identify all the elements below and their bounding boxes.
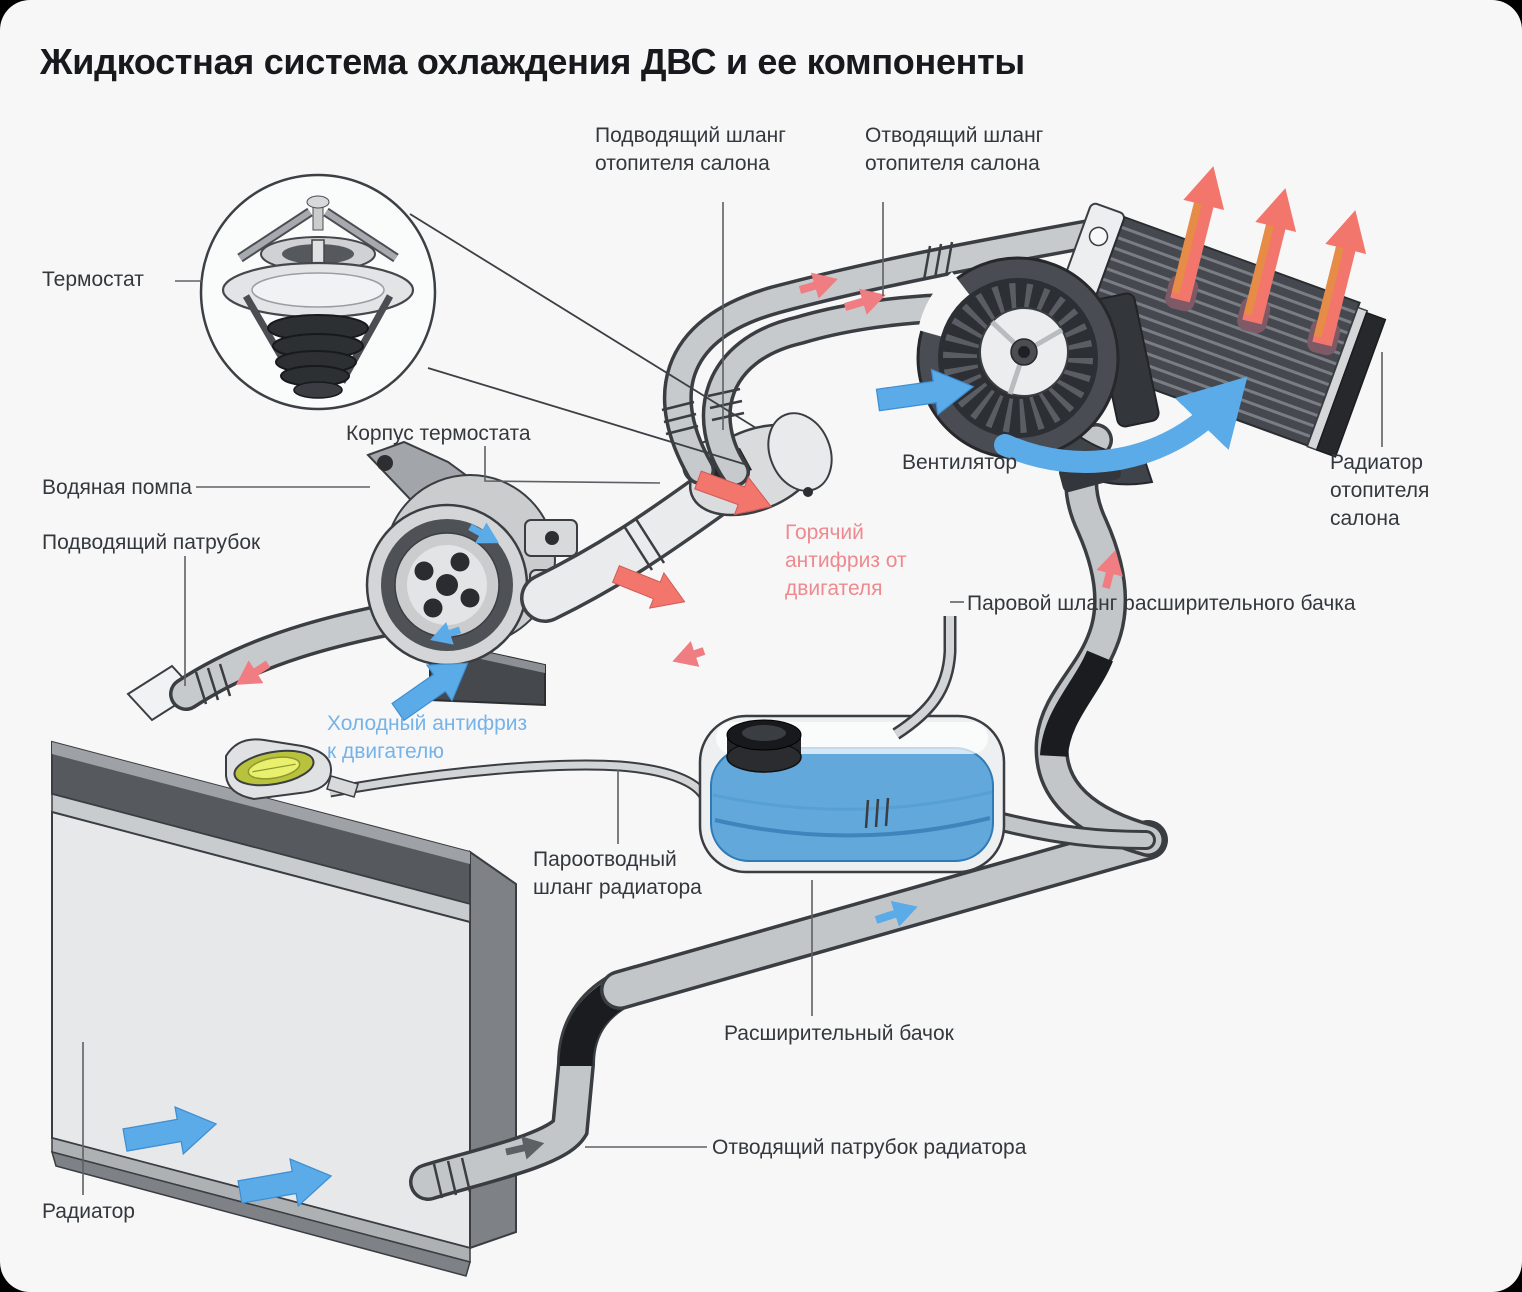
hot-flow-arrows: [235, 272, 1123, 685]
cold-flow-arrows: [120, 363, 1248, 1217]
label-heater-radiator: Радиатор отопителя салона: [1330, 451, 1430, 530]
leader-lines: [82, 202, 1383, 1195]
label-water-pump: Водяная помпа: [42, 476, 192, 499]
label-fan: Вентилятор: [902, 451, 1017, 474]
radiator-filler-cap: [225, 738, 359, 801]
expansion-tank-illustration: [698, 714, 1006, 874]
label-thermostat-housing: Корпус термостата: [346, 422, 531, 445]
annotation-cold-antifreeze: Холодный антифриз к двигателю: [327, 712, 528, 763]
label-expansion-tank-steam-hose: Паровой шланг расширительного бачка: [967, 592, 1356, 615]
label-return-heater-hose: Отводящий шланг отопителя салона: [865, 124, 1044, 175]
label-inlet-pipe: Подводящий патрубок: [42, 531, 261, 554]
label-supply-heater-hose: Подводящий шланг отопителя салона: [595, 124, 786, 175]
engine-return-hose-illustration: [1034, 423, 1165, 857]
label-radiator-steam-hose: Пароотводный шланг радиатора: [533, 848, 702, 899]
hot-air-arrows: [1159, 161, 1376, 356]
annotation-hot-antifreeze: Горячий антифриз от двигателя: [785, 521, 907, 600]
outlet-flow-tick: [505, 1136, 545, 1160]
thermostat-callout: [199, 173, 757, 465]
page-title: Жидкостная система охлаждения ДВС и ее к…: [40, 41, 1025, 82]
label-expansion-tank: Расширительный бачок: [724, 1022, 954, 1045]
label-radiator-outlet-pipe: Отводящий патрубок радиатора: [712, 1136, 1027, 1159]
label-radiator: Радиатор: [42, 1200, 135, 1223]
label-thermostat: Термостат: [42, 268, 144, 291]
fan-illustration: [916, 256, 1160, 492]
